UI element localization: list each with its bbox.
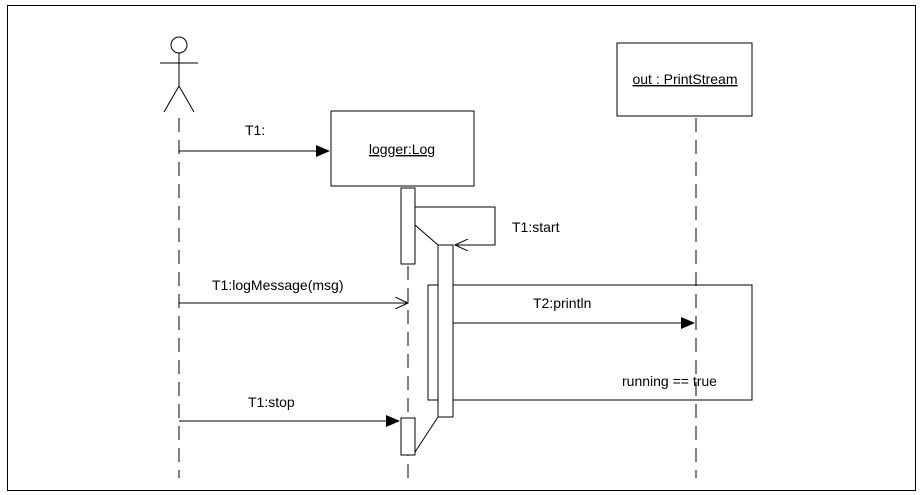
- logger-log-box: [330, 110, 475, 187]
- diagram-frame: [7, 5, 916, 491]
- stop-connector: [414, 416, 439, 453]
- start-self-message: [415, 206, 496, 245]
- create-message-label: T1:: [245, 122, 265, 138]
- stop-activation: [400, 417, 416, 456]
- loop-condition-label: running == true: [622, 373, 717, 389]
- start-connector: [414, 224, 439, 246]
- thread-activation: [437, 244, 454, 418]
- logger-activation: [400, 187, 416, 265]
- out-printstream-box: [616, 42, 753, 117]
- loop-fragment: [427, 284, 753, 401]
- start-message-label: T1:start: [512, 219, 560, 235]
- actor-figure: [160, 36, 198, 113]
- logmessage-label: T1:logMessage(msg): [212, 277, 344, 293]
- logger-log-label: logger:Log: [369, 141, 435, 157]
- println-label: T2:println: [533, 295, 591, 311]
- stop-message-label: T1:stop: [248, 394, 295, 410]
- out-printstream-label: out : PrintStream: [632, 71, 737, 87]
